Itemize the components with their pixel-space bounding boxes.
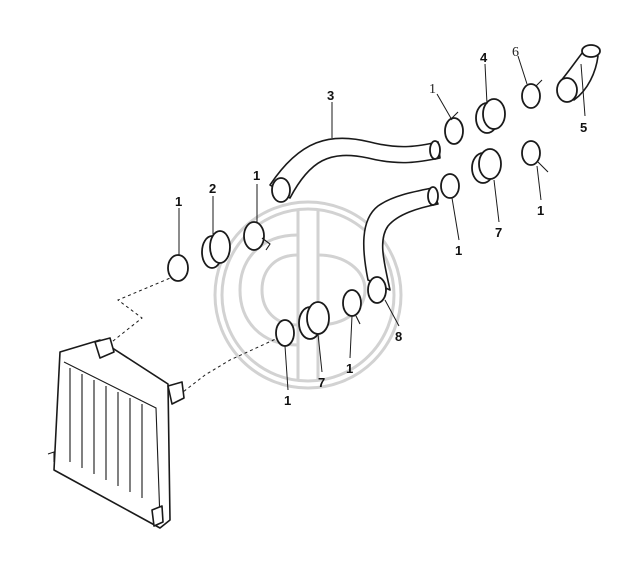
coupling-7-lower <box>298 301 330 340</box>
callout-1-lower: 1 <box>284 393 291 408</box>
callout-2: 2 <box>209 181 216 196</box>
assembly-dashed-lines <box>107 275 281 393</box>
callout-5: 5 <box>580 120 587 135</box>
clamp-right <box>521 140 549 173</box>
callout-1-right: 1 <box>537 203 544 218</box>
clamp-upper-mid <box>444 111 464 145</box>
clamp-mid-left <box>243 221 271 251</box>
callout-3: 3 <box>327 88 334 103</box>
hose-3 <box>269 137 441 203</box>
callout-leaders <box>178 55 586 391</box>
coupling-4 <box>475 98 506 134</box>
elbow-hose-5 <box>556 44 601 103</box>
callout-1-mid-left: 1 <box>253 168 260 183</box>
coupling-2 <box>201 230 231 269</box>
intercooler <box>47 337 185 529</box>
callout-7-upper: 7 <box>495 225 502 240</box>
hose-8 <box>362 186 439 291</box>
clamp-left <box>167 254 189 282</box>
callout-1-lower-mid: 1 <box>346 361 353 376</box>
callout-1-mid-right: 1 <box>455 243 462 258</box>
callout-4: 4 <box>480 50 488 65</box>
callout-6: 6 <box>512 45 519 60</box>
clamp-lower-c <box>275 319 295 347</box>
callout-1-left: 1 <box>175 194 182 209</box>
callout-7-lower: 7 <box>318 375 325 390</box>
coupling-7-upper <box>471 148 502 184</box>
watermark-logo <box>213 200 403 390</box>
callout-8: 8 <box>395 329 402 344</box>
clamp-lower-a <box>367 276 387 304</box>
clamp-6 <box>521 79 543 109</box>
clamp-mid-right <box>440 173 460 199</box>
callout-1-upper-mid: 1 <box>429 82 436 97</box>
